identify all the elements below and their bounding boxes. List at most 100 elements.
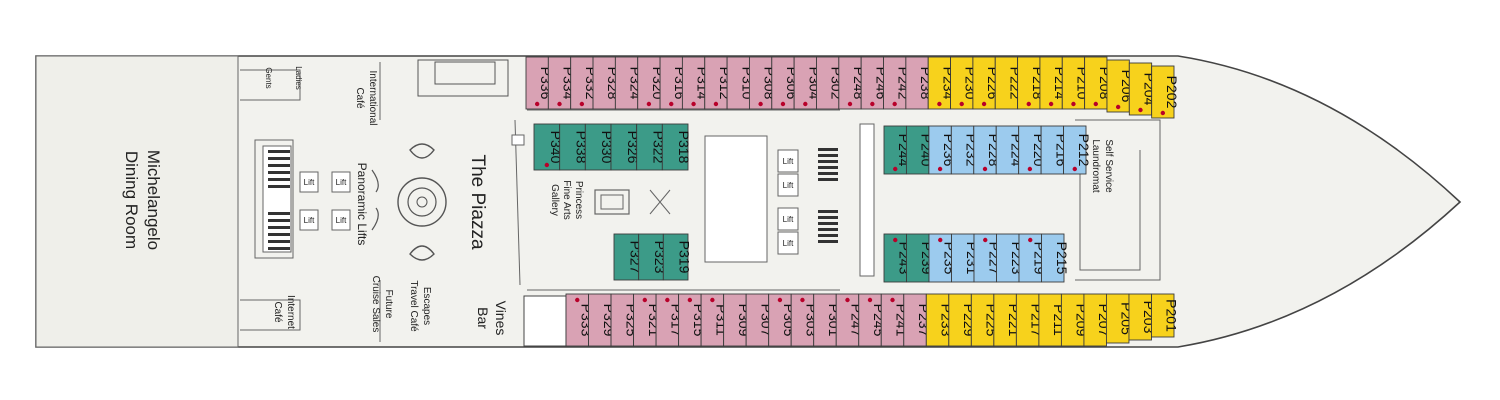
accessible-dot-icon <box>981 101 987 107</box>
svg-text:Future: Future <box>383 290 394 319</box>
cabin-p304[interactable]: P304 <box>793 56 822 110</box>
cabin-p212[interactable]: P212 <box>1063 125 1092 175</box>
cabin-p247[interactable]: P247 <box>835 293 864 347</box>
lift-label: Lift <box>783 239 794 248</box>
accessible-dot-icon <box>982 166 988 172</box>
piazza-label: The Piazza <box>467 154 488 249</box>
svg-text:Internet: Internet <box>285 295 296 329</box>
cabin-p201[interactable]: P201 <box>1151 293 1180 338</box>
cabin-p220[interactable]: P220 <box>1018 125 1047 175</box>
stair-grid-aft <box>268 150 290 250</box>
ladies-label: Ladies <box>294 66 303 90</box>
accessible-dot-icon <box>938 237 943 243</box>
accessible-dot-icon <box>800 297 805 303</box>
stair-grid-mid <box>818 148 838 243</box>
accessible-dot-icon <box>534 101 540 107</box>
cabin-p215[interactable]: P215 <box>1041 233 1070 283</box>
cabin-p206[interactable]: P206 <box>1106 59 1135 113</box>
cabin-number: P201 <box>1164 299 1180 332</box>
cabin-number: P318 <box>676 131 692 164</box>
accessible-dot-icon <box>893 237 898 243</box>
service-area <box>523 295 567 347</box>
accessible-dot-icon <box>1028 237 1033 243</box>
cabin-number: P212 <box>1076 134 1092 167</box>
lift-label: Lift <box>783 181 794 190</box>
svg-text:Self Service: Self Service <box>1103 139 1114 193</box>
accessible-dot-icon <box>687 297 693 303</box>
accessible-dot-icon <box>669 101 674 107</box>
accessible-dot-icon <box>1027 166 1033 172</box>
panoramic-lifts-label: Panoramic Lifts <box>355 163 369 246</box>
cabin-p333[interactable]: P333 <box>565 293 594 347</box>
accessible-dot-icon <box>870 101 875 107</box>
accessible-dot-icon <box>710 297 715 303</box>
cabin-number: P215 <box>1054 242 1070 275</box>
accessible-dot-icon <box>1138 107 1143 113</box>
svg-text:Panoramic Lifts: Panoramic Lifts <box>355 163 369 246</box>
accessible-dot-icon <box>575 297 580 303</box>
dining-room-area <box>35 55 239 348</box>
accessible-dot-icon <box>1048 101 1054 107</box>
svg-text:Princess: Princess <box>573 181 584 219</box>
piazza-area <box>371 59 509 261</box>
accessible-dot-icon <box>646 101 652 107</box>
laundromat-label: Self Service Laundromat <box>1090 139 1114 193</box>
accessible-dot-icon <box>713 101 719 107</box>
accessible-dot-icon <box>1160 110 1166 116</box>
svg-text:Fine Arts: Fine Arts <box>561 180 572 219</box>
midship-corridor <box>511 109 1161 291</box>
vines-bar-label: Vines Bar <box>475 301 509 336</box>
escapes-travel-cafe-label: Escapes Travel Café <box>408 280 432 332</box>
svg-text:Travel Café: Travel Café <box>408 280 419 332</box>
accessible-dot-icon <box>867 297 873 303</box>
cabin-p319[interactable]: P319 <box>662 233 693 281</box>
accessible-dot-icon <box>892 101 897 107</box>
accessible-dot-icon <box>1071 101 1076 107</box>
cabin-p318[interactable]: P318 <box>661 123 692 171</box>
dining-room-label: Michelangelo Dining Room <box>122 150 163 250</box>
lift-label: Lift <box>304 216 315 225</box>
future-cruise-sales-label: Future Cruise Sales <box>370 276 394 333</box>
cabin-p202[interactable]: P202 <box>1151 65 1180 119</box>
svg-text:Escapes: Escapes <box>421 287 432 325</box>
accessible-dot-icon <box>983 237 988 243</box>
svg-text:Café: Café <box>272 301 283 323</box>
lift-label: Lift <box>336 216 347 225</box>
svg-text:Gallery: Gallery <box>549 184 560 216</box>
accessible-dot-icon <box>1072 166 1077 172</box>
lift-label: Lift <box>783 157 794 166</box>
svg-text:Dining Room: Dining Room <box>122 151 141 249</box>
accessible-dot-icon <box>780 101 786 107</box>
accessible-dot-icon <box>1026 101 1031 107</box>
svg-text:International: International <box>367 70 378 125</box>
accessible-dot-icon <box>557 101 562 107</box>
accessible-dot-icon <box>1115 104 1121 110</box>
accessible-dot-icon <box>937 101 942 107</box>
international-cafe-label: International Café <box>354 70 378 125</box>
accessible-dot-icon <box>893 166 898 172</box>
accessible-dot-icon <box>665 297 670 303</box>
svg-text:Gents: Gents <box>264 67 273 88</box>
accessible-dot-icon <box>691 101 696 107</box>
cabin-number: P319 <box>677 241 693 274</box>
internet-cafe-label: Internet Café <box>272 295 296 329</box>
lift-label: Lift <box>783 215 794 224</box>
lift-label: Lift <box>336 178 347 187</box>
lift-label: Lift <box>304 178 315 187</box>
accessible-dot-icon <box>579 101 585 107</box>
svg-text:Cruise Sales: Cruise Sales <box>370 276 381 333</box>
accessible-dot-icon <box>847 101 853 107</box>
accessible-dot-icon <box>890 297 895 303</box>
cabin-number: P202 <box>1164 76 1180 109</box>
accessible-dot-icon <box>845 297 850 303</box>
accessible-dot-icon <box>1093 101 1098 107</box>
svg-text:The Piazza: The Piazza <box>467 154 488 249</box>
svg-text:Vines: Vines <box>493 301 509 336</box>
accessible-dot-icon <box>937 166 943 172</box>
svg-text:Michelangelo: Michelangelo <box>144 150 163 250</box>
accessible-dot-icon <box>959 101 964 107</box>
gents-label: Gents <box>264 67 273 88</box>
accessible-dot-icon <box>544 162 550 168</box>
